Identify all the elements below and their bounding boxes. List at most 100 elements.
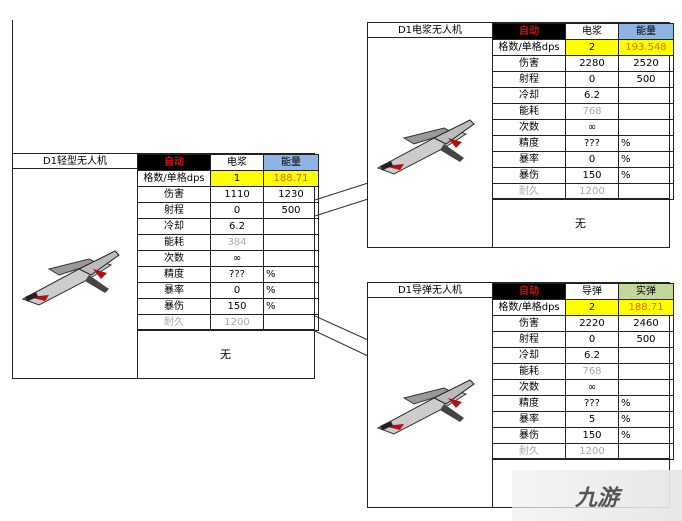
drone-ship-icon bbox=[21, 249, 120, 306]
stat-label: 格数/单格dps bbox=[137, 170, 211, 187]
stat-row: 耐久 1200 bbox=[492, 183, 674, 200]
header-weapon-type: 导弹 bbox=[565, 283, 619, 300]
header-weapon-type: 电浆 bbox=[565, 23, 619, 40]
stat-row: 格数/单格dps 1 188.71 bbox=[137, 170, 319, 187]
stat-label: 暴伤 bbox=[492, 167, 566, 184]
stat-value-2: % bbox=[618, 167, 674, 184]
stat-label: 伤害 bbox=[137, 186, 211, 203]
stat-label: 冷却 bbox=[137, 218, 211, 235]
stat-value: 6.2 bbox=[565, 87, 619, 104]
watermark-logo: 九游 bbox=[512, 470, 682, 521]
stat-row: 耐久 1200 bbox=[137, 314, 319, 331]
stat-value: 0 bbox=[210, 202, 264, 219]
stat-label: 能耗 bbox=[492, 363, 566, 380]
border-line bbox=[12, 20, 13, 154]
stat-value-2: 500 bbox=[263, 202, 319, 219]
stat-label: 暴伤 bbox=[492, 427, 566, 444]
stat-row: 格数/单格dps 2 188.71 bbox=[492, 299, 674, 316]
stat-value-2: % bbox=[263, 266, 319, 283]
stat-row: 精度 ??? % bbox=[137, 266, 319, 283]
drone-name: D1电浆无人机 bbox=[368, 23, 493, 38]
stat-value-2: 193.548 bbox=[618, 39, 674, 56]
stat-label: 格数/单格dps bbox=[492, 39, 566, 56]
stat-row: 射程 0 500 bbox=[492, 71, 674, 88]
stat-row: 暴伤 150 % bbox=[492, 167, 674, 184]
stat-value-2 bbox=[618, 363, 674, 380]
stat-label: 格数/单格dps bbox=[492, 299, 566, 316]
stat-label: 暴率 bbox=[137, 282, 211, 299]
stat-row: 次数 ∞ bbox=[492, 379, 674, 396]
header-damage-type: 能量 bbox=[618, 23, 674, 40]
stat-value-2: % bbox=[618, 395, 674, 412]
watermark-text: 九游 bbox=[574, 485, 619, 511]
stat-value: 0 bbox=[565, 151, 619, 168]
stats-table: 自动 导弹 实弹 格数/单格dps 2 188.71 伤害 2220 2460 … bbox=[492, 283, 674, 460]
stat-value-2: % bbox=[263, 282, 319, 299]
stat-label: 能耗 bbox=[492, 103, 566, 120]
stat-value: 5 bbox=[565, 411, 619, 428]
header-damage-type: 实弹 bbox=[618, 283, 674, 300]
stat-label: 能耗 bbox=[137, 234, 211, 251]
stat-value: 6.2 bbox=[565, 347, 619, 364]
drone-image bbox=[368, 298, 493, 507]
stat-row: 格数/单格dps 2 193.548 bbox=[492, 39, 674, 56]
stat-value-2: 2460 bbox=[618, 315, 674, 332]
stat-value: 1 bbox=[210, 170, 264, 187]
stat-row: 次数 ∞ bbox=[137, 250, 319, 267]
header-auto: 自动 bbox=[137, 154, 211, 171]
stat-value-2: 500 bbox=[618, 331, 674, 348]
stat-row: 暴伤 150 % bbox=[492, 427, 674, 444]
stat-row: 伤害 2220 2460 bbox=[492, 315, 674, 332]
stat-label: 暴率 bbox=[492, 151, 566, 168]
drone-ship-icon bbox=[376, 378, 475, 435]
stat-value: 2 bbox=[565, 39, 619, 56]
stat-value-2: 1230 bbox=[263, 186, 319, 203]
stat-value: ∞ bbox=[565, 379, 619, 396]
drone-card-light: D1轻型无人机 自动 电浆 能量 格数/单格dps 1 188.71 伤害 11… bbox=[12, 153, 319, 379]
stat-value-2: % bbox=[618, 135, 674, 152]
stat-label: 冷却 bbox=[492, 87, 566, 104]
drone-name: D1导弹无人机 bbox=[368, 283, 493, 298]
stat-value-2 bbox=[263, 314, 319, 331]
stat-label: 次数 bbox=[492, 119, 566, 136]
connector-line bbox=[314, 315, 369, 341]
stat-label: 精度 bbox=[492, 395, 566, 412]
stat-row: 能耗 768 bbox=[492, 363, 674, 380]
stat-row: 暴率 0 % bbox=[492, 151, 674, 168]
stat-value: 6.2 bbox=[210, 218, 264, 235]
stat-label: 伤害 bbox=[492, 55, 566, 72]
stat-value: 150 bbox=[565, 167, 619, 184]
header-damage-type: 能量 bbox=[263, 154, 319, 171]
stat-row: 冷却 6.2 bbox=[137, 218, 319, 235]
stat-value-2 bbox=[618, 87, 674, 104]
stat-label: 暴伤 bbox=[137, 298, 211, 315]
stat-value: 2280 bbox=[565, 55, 619, 72]
stat-row: 精度 ??? % bbox=[492, 135, 674, 152]
stat-value: 2 bbox=[565, 299, 619, 316]
stat-row: 能耗 768 bbox=[492, 103, 674, 120]
stat-row: 冷却 6.2 bbox=[492, 87, 674, 104]
stat-value-2 bbox=[263, 250, 319, 267]
stat-row: 能耗 384 bbox=[137, 234, 319, 251]
stat-label: 射程 bbox=[492, 71, 566, 88]
stat-value-2: % bbox=[618, 427, 674, 444]
stat-label: 精度 bbox=[137, 266, 211, 283]
stat-value-2 bbox=[263, 218, 319, 235]
stat-value: 150 bbox=[210, 298, 264, 315]
stat-row: 伤害 1110 1230 bbox=[137, 186, 319, 203]
stat-value-2 bbox=[263, 234, 319, 251]
connector-line bbox=[314, 198, 369, 217]
stat-value: ∞ bbox=[210, 250, 264, 267]
stat-value: 384 bbox=[210, 234, 264, 251]
stat-value: 1200 bbox=[565, 443, 619, 460]
stat-value-2: 188.71 bbox=[263, 170, 319, 187]
drone-ship-icon bbox=[376, 118, 475, 175]
stat-value: ??? bbox=[565, 135, 619, 152]
stat-label: 精度 bbox=[492, 135, 566, 152]
stat-value-2 bbox=[618, 379, 674, 396]
stat-value-2 bbox=[618, 183, 674, 200]
stat-label: 射程 bbox=[137, 202, 211, 219]
stat-row: 精度 ??? % bbox=[492, 395, 674, 412]
connector-line bbox=[314, 182, 369, 201]
